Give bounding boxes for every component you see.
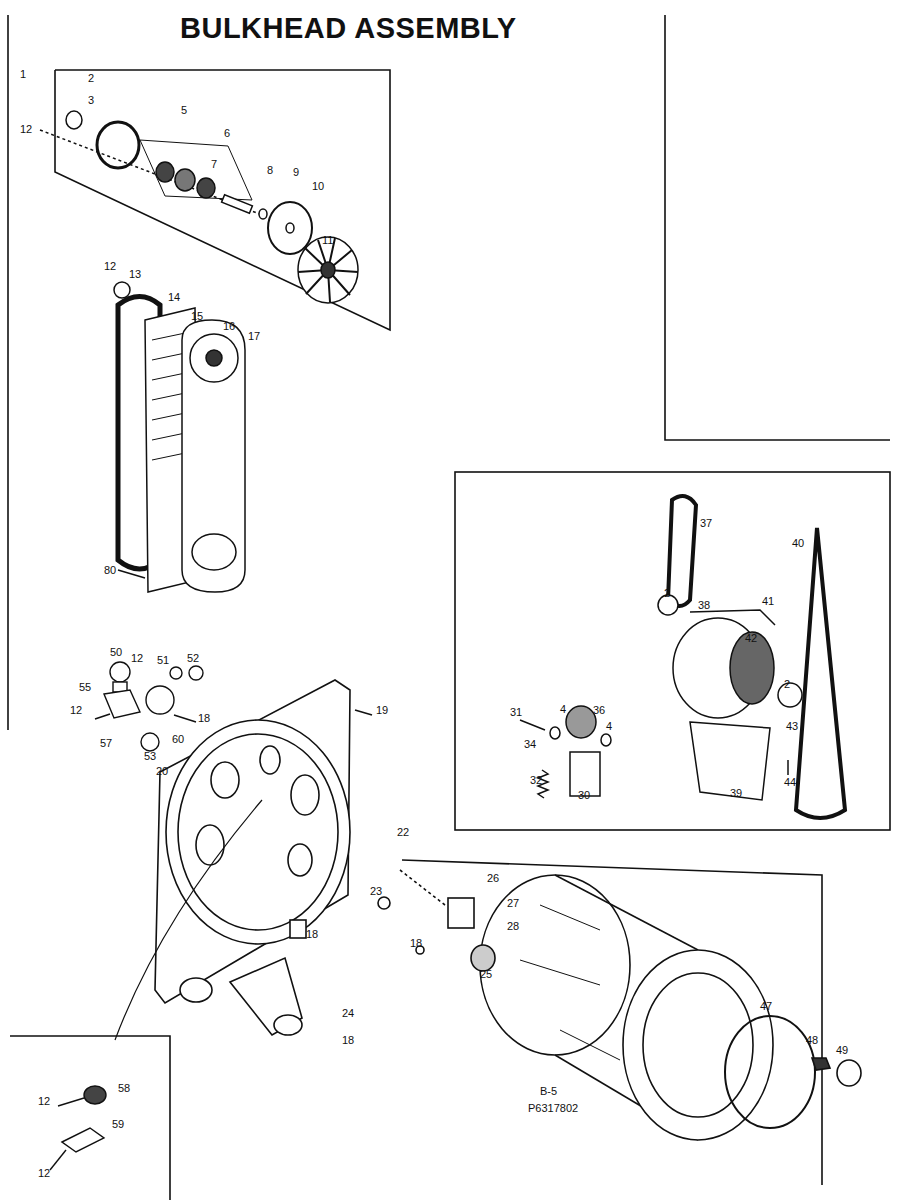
callout-number: 18 [198, 712, 210, 724]
callout-number: 22 [397, 826, 409, 838]
callout-number: 24 [342, 1007, 354, 1019]
callout-number: 18 [306, 928, 318, 940]
blower-group [40, 111, 358, 303]
inset-parts [50, 1086, 106, 1170]
callout-number: 34 [524, 738, 536, 750]
callout-number: 8 [267, 164, 273, 176]
callout-number: 41 [762, 595, 774, 607]
callout-number: 42 [745, 632, 757, 644]
callout-number: 13 [129, 268, 141, 280]
diagram-title: BULKHEAD ASSEMBLY [180, 12, 517, 45]
callout-number: 12 [38, 1095, 50, 1107]
callout-number: 32 [530, 774, 542, 786]
callout-number: 20 [156, 765, 168, 777]
callout-number: 16 [223, 320, 235, 332]
callout-number: 3 [88, 94, 94, 106]
callout-number: 10 [312, 180, 324, 192]
callout-number: 9 [293, 166, 299, 178]
lamp-group [95, 662, 203, 751]
callout-number: 59 [112, 1118, 124, 1130]
callout-number: 12 [104, 260, 116, 272]
bulkhead-panel [115, 680, 372, 1040]
callout-number: 36 [593, 704, 605, 716]
motor-group [520, 496, 845, 818]
callout-number: 52 [187, 652, 199, 664]
callout-number: 48 [806, 1034, 818, 1046]
callout-number: 60 [172, 733, 184, 745]
callout-number: 26 [487, 872, 499, 884]
callout-number: 18 [410, 937, 422, 949]
callout-number: 44 [784, 776, 796, 788]
callout-number: 50 [110, 646, 122, 658]
callout-number: 4 [560, 703, 566, 715]
callout-number: 30 [578, 789, 590, 801]
callout-number: 12 [20, 123, 32, 135]
callout-number: 7 [211, 158, 217, 170]
callout-number: 38 [698, 599, 710, 611]
callout-number: 51 [157, 654, 169, 666]
callout-number: 43 [786, 720, 798, 732]
callout-number: 55 [79, 681, 91, 693]
callout-number: 6 [224, 127, 230, 139]
callout-number: 18 [342, 1034, 354, 1046]
callout-number: 57 [100, 737, 112, 749]
callout-number: 47 [760, 1000, 772, 1012]
callout-number: 27 [507, 897, 519, 909]
callout-number: 37 [700, 517, 712, 529]
callout-number: 2 [784, 678, 790, 690]
callout-number: 2 [664, 587, 670, 599]
drum [378, 870, 861, 1140]
callout-number: 58 [118, 1082, 130, 1094]
drawing-code: B-5 [540, 1085, 557, 1097]
callout-number: 19 [376, 704, 388, 716]
callout-number: 25 [480, 968, 492, 980]
frame-lines [8, 15, 890, 1200]
callout-number: 40 [792, 537, 804, 549]
callout-number: 12 [38, 1167, 50, 1179]
callout-number: 49 [836, 1044, 848, 1056]
callout-number: 5 [181, 104, 187, 116]
callout-number: 1 [20, 68, 26, 80]
callout-number: 53 [144, 750, 156, 762]
heater-group [114, 282, 245, 592]
callout-number: 11 [322, 234, 333, 246]
drawing-code: P6317802 [528, 1102, 578, 1114]
callout-number: 28 [507, 920, 519, 932]
callout-number: 12 [70, 704, 82, 716]
callout-number: 2 [88, 72, 94, 84]
callout-number: 14 [168, 291, 180, 303]
callout-number: 12 [131, 652, 143, 664]
callout-number: 15 [191, 310, 203, 322]
callout-number: 80 [104, 564, 116, 576]
callout-number: 17 [248, 330, 260, 342]
callout-number: 31 [510, 706, 522, 718]
callout-number: 4 [606, 720, 612, 732]
callout-number: 23 [370, 885, 382, 897]
callout-number: 39 [730, 787, 742, 799]
